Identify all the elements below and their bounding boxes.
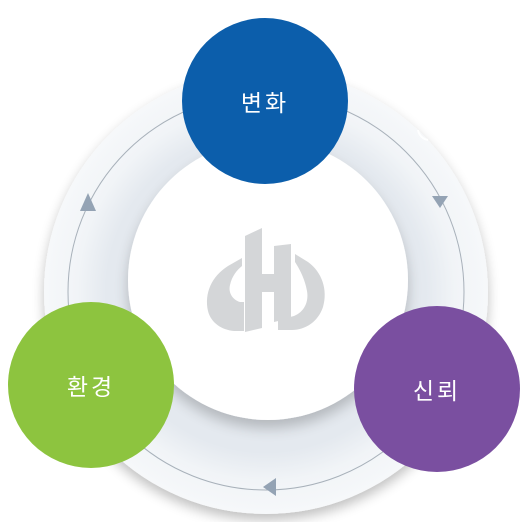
ring-highlight (417, 129, 429, 141)
node-top-circle (182, 18, 348, 184)
h-building-logo-icon (206, 228, 325, 332)
arrowhead-left-icon (80, 193, 96, 211)
node-left-circle (8, 302, 174, 468)
node-right-circle (354, 306, 520, 472)
arrowhead-bottom-icon (263, 478, 276, 496)
arrowhead-right-icon (432, 196, 448, 208)
